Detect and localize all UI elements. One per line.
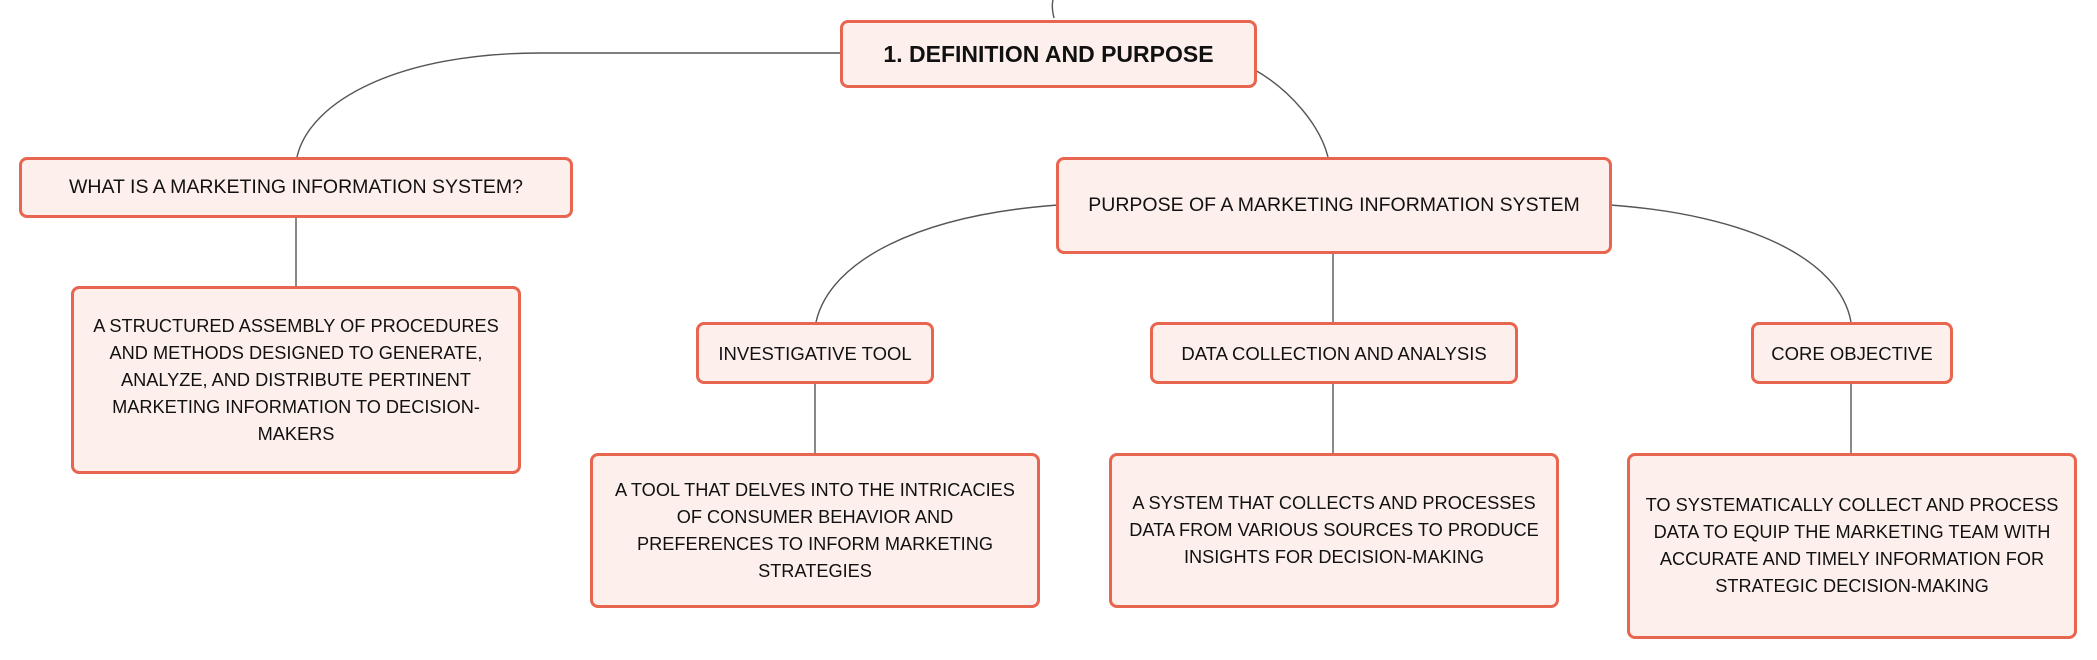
data-collection-detail-node[interactable]: A SYSTEM THAT COLLECTS AND PROCESSES DAT… xyxy=(1109,453,1559,608)
investigative-tool-detail-node[interactable]: A TOOL THAT DELVES INTO THE INTRICACIES … xyxy=(590,453,1040,608)
connector-purpose-to-investigative xyxy=(815,204,1059,323)
connector-purpose-to-core xyxy=(1609,204,1852,323)
data-collection-node[interactable]: DATA COLLECTION AND ANALYSIS xyxy=(1150,322,1518,384)
connector-root-to-parent xyxy=(1051,0,1055,19)
purpose-of-mis-node[interactable]: PURPOSE OF A MARKETING INFORMATION SYSTE… xyxy=(1056,157,1612,254)
connector-root-to-what xyxy=(296,52,840,158)
connector-root-to-purpose xyxy=(1254,69,1329,158)
core-objective-node[interactable]: CORE OBJECTIVE xyxy=(1751,322,1953,384)
core-objective-detail-node[interactable]: TO SYSTEMATICALLY COLLECT AND PROCESS DA… xyxy=(1627,453,2077,639)
root-node[interactable]: 1. DEFINITION AND PURPOSE xyxy=(840,20,1257,88)
what-is-mis-node[interactable]: WHAT IS A MARKETING INFORMATION SYSTEM? xyxy=(19,157,573,218)
what-is-mis-detail-node[interactable]: A STRUCTURED ASSEMBLY OF PROCEDURES AND … xyxy=(71,286,521,474)
investigative-tool-node[interactable]: INVESTIGATIVE TOOL xyxy=(696,322,934,384)
